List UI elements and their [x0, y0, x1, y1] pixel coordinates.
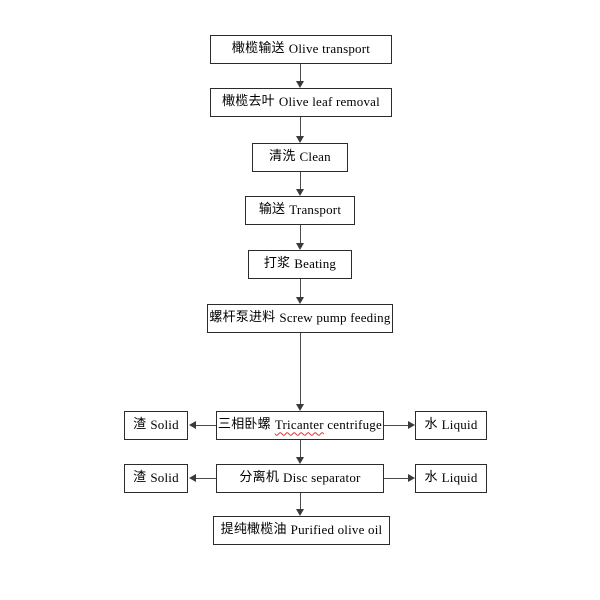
node-liquid-from-separator-label-en: Liquid	[441, 470, 478, 486]
node-screw-pump-feeding[interactable]: 螺杆泵进料 Screw pump feeding	[207, 304, 393, 333]
node-solid-from-centrifuge[interactable]: 渣 Solid	[124, 411, 188, 440]
connector-separator-to-liquid	[384, 478, 408, 479]
node-transport-label-en: Transport	[289, 202, 342, 218]
connector-beating-to-screw-pump	[300, 278, 301, 297]
node-beating-label-cn: 打浆	[263, 256, 291, 272]
node-olive-transport-label-en: Olive transport	[288, 41, 371, 57]
arrowhead-leaf-removal	[296, 81, 304, 88]
node-solid-from-centrifuge-label-cn: 渣	[133, 417, 147, 433]
arrowhead-solid-centrifuge	[189, 421, 196, 429]
node-screw-pump-feeding-label-cn: 螺杆泵进料	[209, 310, 276, 326]
arrowhead-purified-oil	[296, 509, 304, 516]
arrowhead-liquid-centrifuge	[408, 421, 415, 429]
node-clean-label-en: Clean	[299, 149, 331, 165]
spellcheck-underlined-word: Tricanter	[274, 417, 324, 433]
node-liquid-from-centrifuge-label-cn: 水	[424, 417, 438, 433]
node-olive-leaf-removal[interactable]: 橄榄去叶 Olive leaf removal	[210, 88, 392, 117]
node-purified-olive-oil[interactable]: 提纯橄榄油 Purified olive oil	[213, 516, 390, 545]
node-beating[interactable]: 打浆 Beating	[248, 250, 352, 279]
node-olive-transport-label-cn: 橄榄输送	[231, 41, 285, 57]
arrowhead-transport	[296, 189, 304, 196]
arrowhead-screw-pump	[296, 297, 304, 304]
arrowhead-solid-separator	[189, 474, 196, 482]
connector-transport-to-beating	[300, 225, 301, 243]
node-tricanter-centrifuge[interactable]: 三相卧螺 Tricanter centrifuge	[216, 411, 384, 440]
connector-screw-pump-to-centrifuge	[300, 332, 301, 404]
node-solid-from-separator[interactable]: 渣 Solid	[124, 464, 188, 493]
node-disc-separator-label-cn: 分离机	[239, 470, 280, 486]
node-solid-from-centrifuge-label-en: Solid	[150, 417, 179, 433]
arrowhead-liquid-separator	[408, 474, 415, 482]
node-liquid-from-separator-label-cn: 水	[424, 470, 438, 486]
connector-separator-to-solid	[196, 478, 216, 479]
node-clean[interactable]: 清洗 Clean	[252, 143, 348, 172]
node-tricanter-centrifuge-label-en-rest: centrifuge	[327, 417, 382, 433]
connector-leaf-removal-to-clean	[300, 117, 301, 136]
node-disc-separator[interactable]: 分离机 Disc separator	[216, 464, 384, 493]
connector-centrifuge-to-separator	[300, 440, 301, 457]
node-tricanter-centrifuge-label-en: Tricanter centrifuge	[275, 418, 382, 432]
connector-clean-to-transport	[300, 171, 301, 189]
node-liquid-from-separator[interactable]: 水 Liquid	[415, 464, 487, 493]
connector-centrifuge-to-liquid	[384, 425, 408, 426]
node-transport[interactable]: 输送 Transport	[245, 196, 355, 225]
node-clean-label-cn: 清洗	[269, 149, 296, 165]
node-olive-leaf-removal-label-en: Olive leaf removal	[278, 94, 380, 110]
node-transport-label-cn: 输送	[258, 202, 286, 218]
connector-separator-to-purified-oil	[300, 493, 301, 509]
node-beating-label-en: Beating	[294, 256, 337, 272]
node-olive-transport[interactable]: 橄榄输送 Olive transport	[210, 35, 392, 64]
arrowhead-separator	[296, 457, 304, 464]
node-tricanter-centrifuge-label-cn: 三相卧螺	[218, 417, 271, 433]
arrowhead-beating	[296, 243, 304, 250]
node-purified-olive-oil-label-cn: 提纯橄榄油	[220, 522, 287, 538]
arrowhead-centrifuge	[296, 404, 304, 411]
connector-centrifuge-to-solid	[196, 425, 216, 426]
connector-olive-transport-to-leaf-removal	[300, 63, 301, 81]
node-purified-olive-oil-label-en: Purified olive oil	[290, 522, 383, 538]
node-disc-separator-label-en: Disc separator	[283, 470, 361, 486]
node-solid-from-separator-label-cn: 渣	[133, 470, 147, 486]
node-olive-leaf-removal-label-cn: 橄榄去叶	[222, 94, 275, 110]
node-liquid-from-centrifuge-label-en: Liquid	[441, 417, 478, 433]
arrowhead-clean	[296, 136, 304, 143]
node-solid-from-separator-label-en: Solid	[150, 470, 179, 486]
node-screw-pump-feeding-label-en: Screw pump feeding	[279, 310, 391, 326]
node-liquid-from-centrifuge[interactable]: 水 Liquid	[415, 411, 487, 440]
